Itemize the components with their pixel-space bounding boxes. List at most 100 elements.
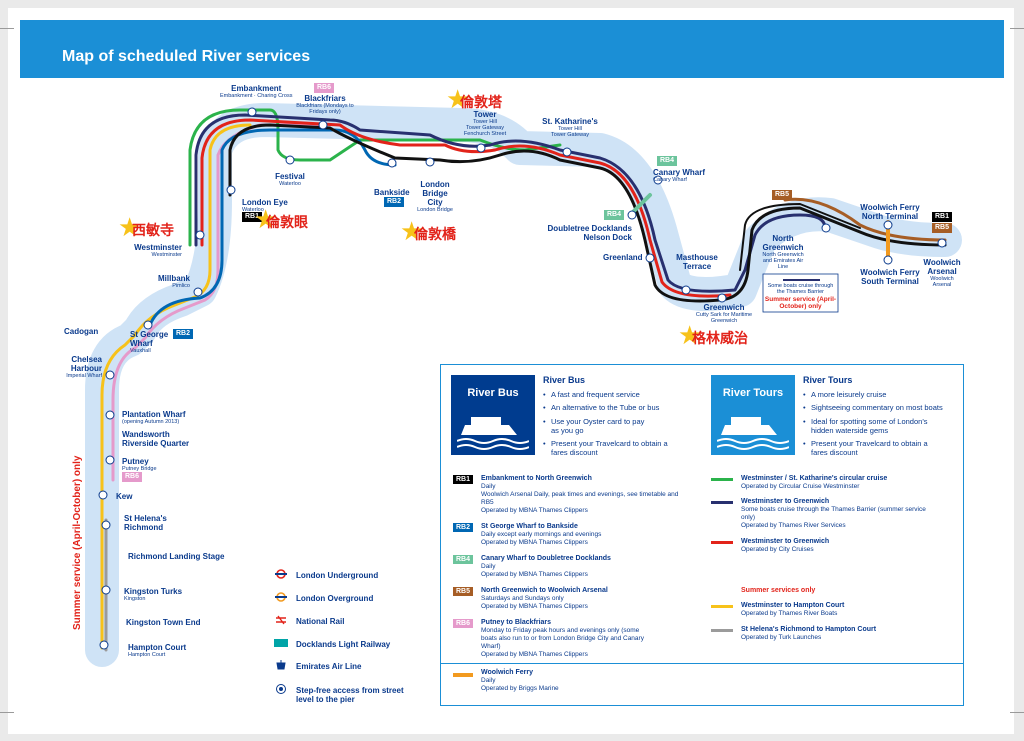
annotation-tower: 倫敦塔 — [460, 94, 502, 110]
services-legend-box: River Bus River Bus A fast and frequent … — [440, 364, 964, 706]
pier-kew-label: Kew — [116, 492, 133, 501]
navy-line — [194, 113, 827, 293]
pier-richmond-landing-label: Richmond Landing Stage — [128, 552, 225, 561]
star-icon: ★ — [400, 216, 424, 246]
boat-icon — [457, 417, 529, 450]
route-tag-rb4: RB4 — [453, 555, 473, 564]
pier-blackfriars-marker — [318, 120, 328, 130]
tag-rb5-woolwich: RB5 — [932, 223, 953, 233]
pier-woolwich-s-marker — [883, 255, 893, 265]
pier-st-katharines-marker — [562, 147, 572, 157]
brown-rb5-line — [783, 197, 947, 242]
river-tours-block: River Tours — [711, 375, 795, 455]
tag-rb6-blackfriars: RB6 — [314, 83, 335, 93]
route-swatch-green — [711, 478, 733, 481]
pier-north-greenwich-marker — [821, 223, 831, 233]
pier-woolwich-ferry-s-label: Woolwich Ferry South Terminal — [860, 268, 920, 286]
river-bus-title: River Bus — [543, 375, 586, 385]
annotation-westminster: 西敏寺 — [132, 222, 174, 238]
star-icon: ★ — [254, 204, 278, 234]
pier-plantation-marker — [105, 410, 115, 420]
pier-london-eye-marker — [226, 185, 236, 195]
tag-rb6-putney: RB6 — [122, 472, 143, 482]
route-swatch-navy — [711, 501, 733, 504]
emirates-air-line-icon — [276, 660, 286, 670]
pier-embankment-marker — [247, 107, 257, 117]
annotation-london-bridge: 倫敦橋 — [414, 226, 456, 242]
pier-tower-marker — [476, 143, 486, 153]
divider — [441, 663, 963, 664]
pier-greenland-marker — [645, 253, 655, 263]
black-rb1-line — [228, 123, 947, 303]
pier-festival-marker — [285, 155, 295, 165]
black-rb1-loop — [739, 203, 861, 271]
legend-emirates: Emirates Air Line — [276, 660, 362, 671]
tag-rb1-woolwich: RB1 — [932, 212, 953, 222]
river-tours-bullet: Sightseeing commentary on most boats — [803, 403, 961, 412]
river-tours-bullet: A more leisurely cruise — [803, 390, 961, 399]
tag-rb2-st-george: RB2 — [173, 329, 194, 339]
national-rail-icon — [276, 615, 286, 625]
route-swatch-red — [711, 541, 733, 544]
pier-wandsworth-label: Wandsworth Riverside Quarter — [122, 430, 190, 448]
tag-rb4-doubletree: RB4 — [604, 210, 625, 220]
pier-woolwich-n-marker — [883, 220, 893, 230]
pier-st-george-marker — [143, 320, 153, 330]
route-circular-cruise: Westminster / St. Katharine's circular c… — [741, 475, 888, 490]
pier-putney-marker — [105, 455, 115, 465]
legend-dlr: Docklands Light Railway — [274, 639, 390, 649]
barrier-note-text: Some boats cruise through the Thames Bar… — [767, 283, 834, 295]
pier-plantation-label: Plantation Wharf(opening Autumn 2013) — [122, 410, 186, 425]
route-tag-rb6: RB6 — [453, 619, 473, 628]
star-icon: ★ — [678, 320, 702, 350]
river-tours-title: River Tours — [803, 375, 853, 385]
route-swatch-ferry — [453, 673, 473, 677]
step-free-icon — [276, 684, 286, 694]
tag-rb4-canary: RB4 — [657, 156, 678, 166]
route-tag-rb1: RB1 — [453, 475, 473, 484]
route-swatch-grey — [711, 629, 733, 632]
pier-kew-marker — [98, 490, 108, 500]
pier-greenland-label: Greenland — [603, 253, 643, 262]
pier-masthouse-marker — [681, 285, 691, 295]
legend-national-rail: National Rail — [276, 615, 344, 626]
river-band — [85, 103, 962, 667]
river-bus-bullet: An alternative to the Tube or bus — [543, 403, 701, 412]
red-line — [200, 118, 732, 298]
crop-mark — [1010, 28, 1024, 29]
route-swatch-yellow — [711, 605, 733, 608]
river-bus-bullet: Use your Oyster card to pay as you go — [543, 417, 646, 435]
route-tag-rb5: RB5 — [453, 587, 473, 596]
pier-bankside-marker — [387, 158, 397, 168]
tag-rb2-bankside: RB2 — [384, 197, 405, 207]
legend-overground: London Overground — [275, 592, 373, 603]
green-line — [188, 108, 562, 247]
boat-icon — [717, 417, 789, 450]
overground-roundel-icon — [275, 592, 287, 602]
river-bus-bullet: Present your Travelcard to obtain a fare… — [543, 439, 686, 457]
pier-kingston-town-label: Kingston Town End — [126, 618, 201, 627]
page-title: Map of scheduled River services — [62, 48, 311, 65]
underground-roundel-icon — [275, 569, 287, 579]
